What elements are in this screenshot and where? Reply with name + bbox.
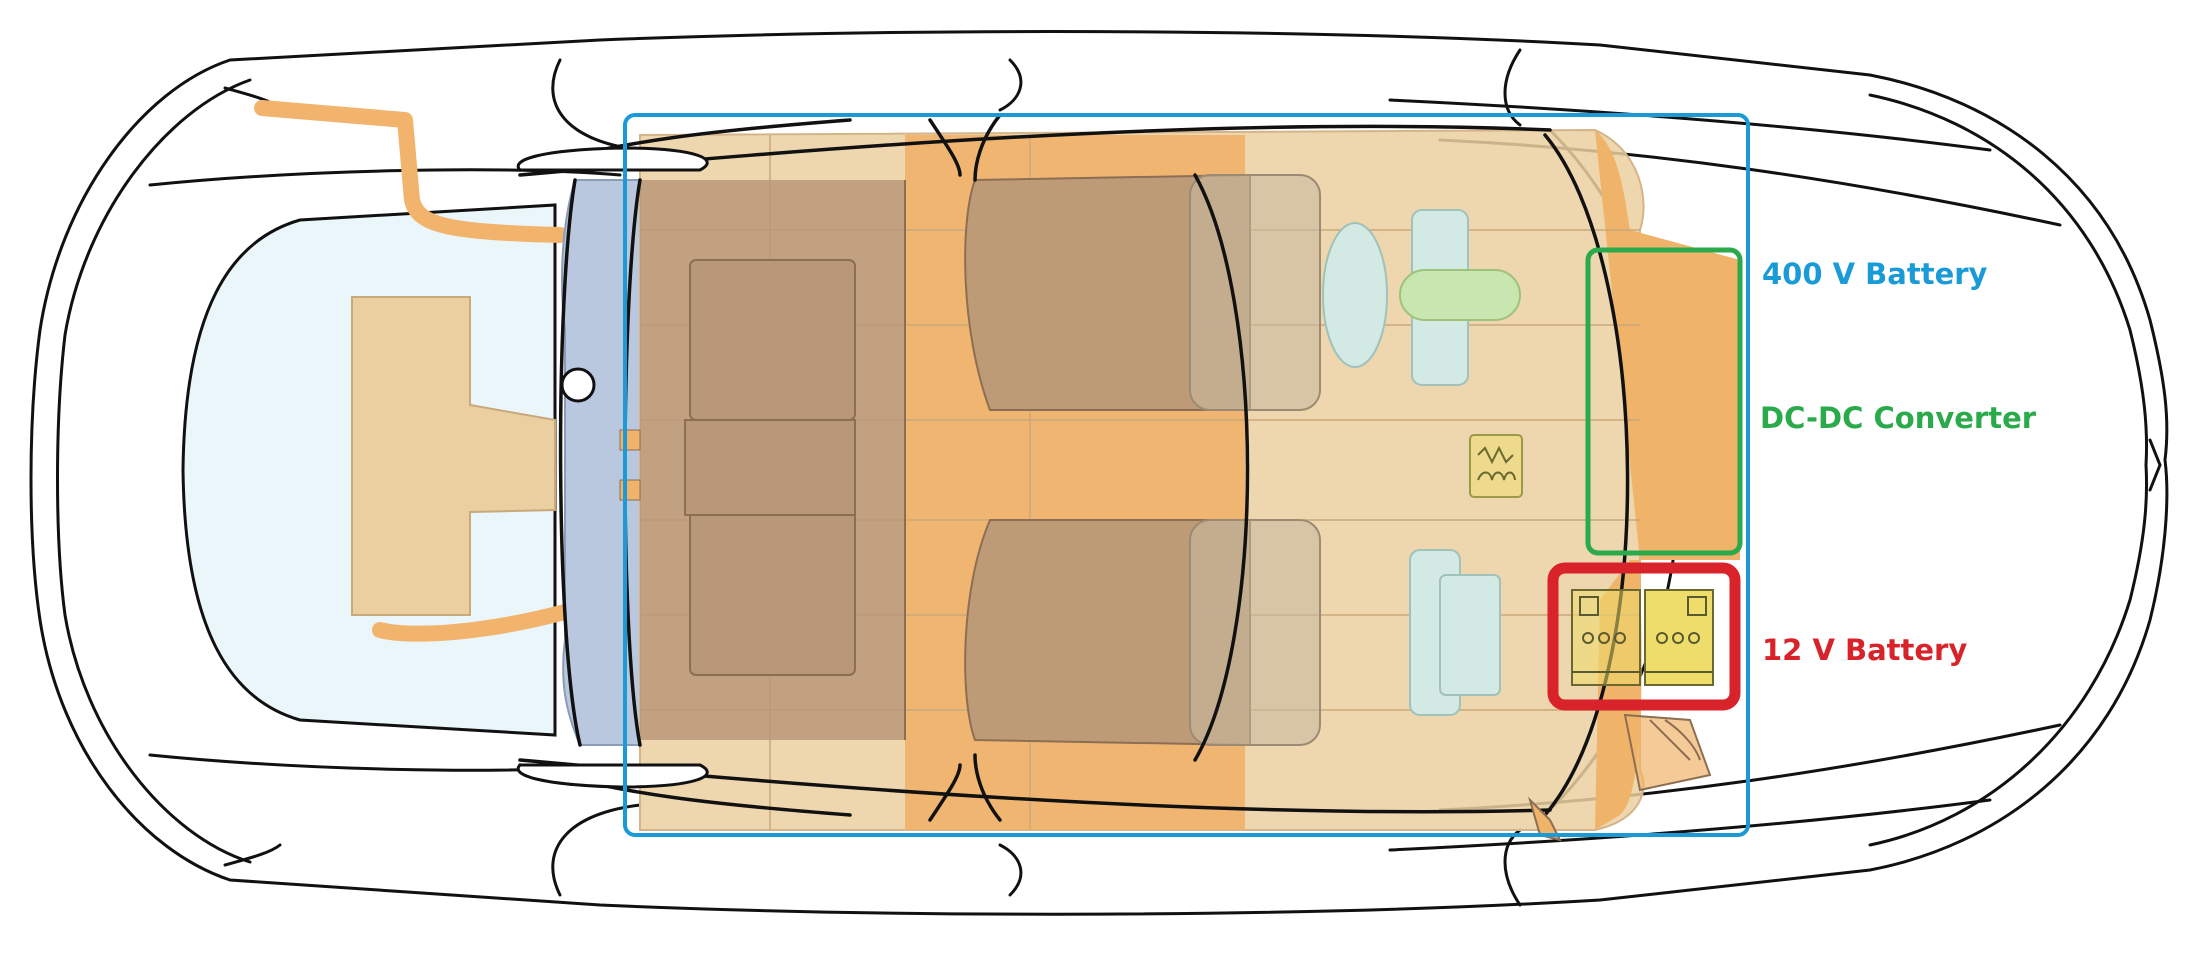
front-seats <box>620 180 905 740</box>
dc-dc-converter-label: DC-DC Converter <box>1760 404 2036 433</box>
battery-400v-label: 400 V Battery <box>1762 260 1987 289</box>
windshield-area <box>183 205 555 735</box>
battery-12v-label: 12 V Battery <box>1762 636 1967 665</box>
firewall-region <box>562 180 640 745</box>
